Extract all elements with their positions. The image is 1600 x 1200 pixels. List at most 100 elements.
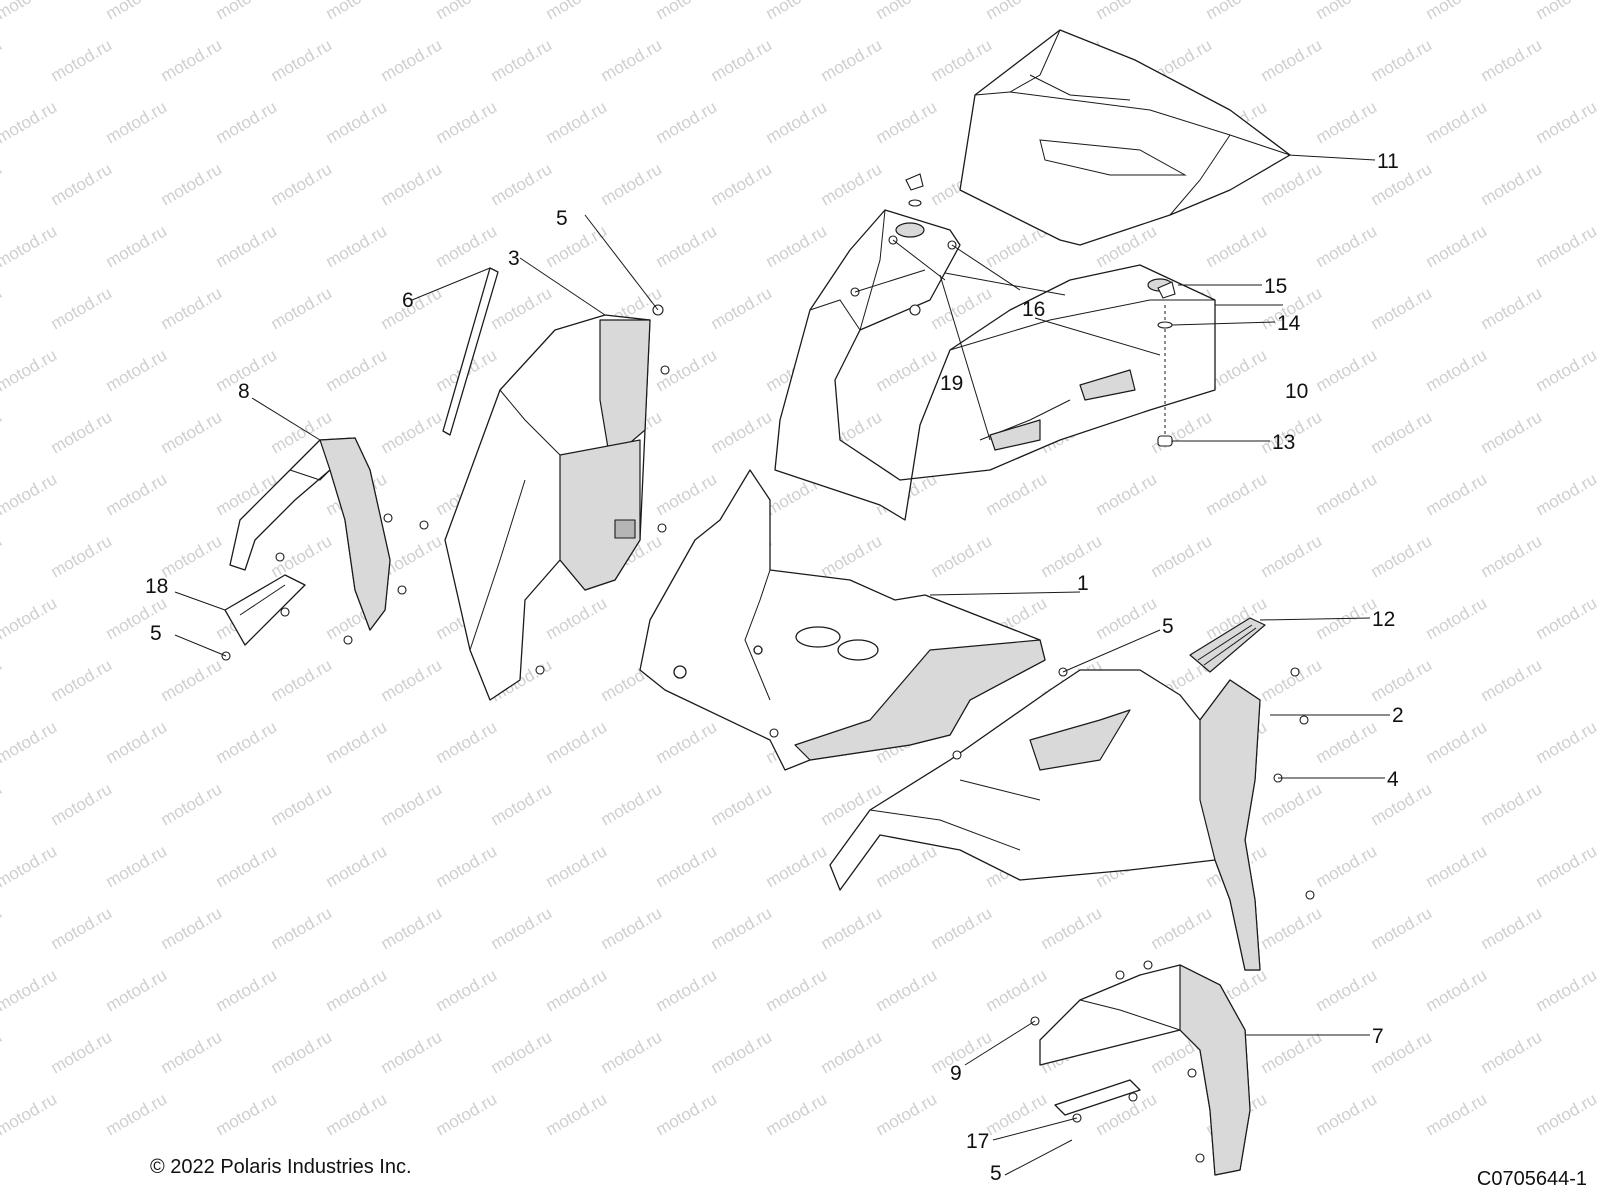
watermark-text: motod.ru (1478, 531, 1546, 581)
callout-3: 3 (508, 247, 520, 270)
watermark-text: motod.ru (488, 159, 556, 209)
watermark-text: motod.ru (873, 0, 941, 23)
watermark-text: motod.ru (213, 1089, 281, 1139)
watermark-text: motod.ru (268, 903, 336, 953)
watermark-text: motod.ru (818, 159, 886, 209)
callout-10: 10 (1285, 380, 1308, 403)
watermark-text: motod.ru (1533, 841, 1600, 891)
watermark-text: motod.ru (1368, 531, 1436, 581)
watermark-text: motod.ru (213, 97, 281, 147)
callout-6: 6 (402, 289, 414, 312)
watermark-text: motod.ru (598, 903, 666, 953)
watermark-text: motod.ru (213, 0, 281, 23)
watermark-text: motod.ru (488, 779, 556, 829)
callout-16: 16 (1022, 298, 1045, 321)
watermark-text: motod.ru (708, 1027, 776, 1077)
watermark-text: motod.ru (598, 779, 666, 829)
watermark-text: motod.ru (0, 779, 5, 829)
watermark-text: motod.ru (1258, 531, 1326, 581)
watermark-text: motod.ru (378, 407, 446, 457)
watermark-text: motod.ru (213, 717, 281, 767)
watermark-text: motod.ru (763, 221, 831, 271)
part-hood (959, 29, 1291, 246)
watermark-text: motod.ru (763, 0, 831, 23)
watermark-text: motod.ru (818, 531, 886, 581)
watermark-text: motod.ru (323, 97, 391, 147)
watermark-text: motod.ru (1368, 283, 1436, 333)
watermark-text: motod.ru (1093, 593, 1161, 643)
watermark-text: motod.ru (1478, 1027, 1546, 1077)
watermark-text: motod.ru (1258, 35, 1326, 85)
watermark-text: motod.ru (48, 1027, 116, 1077)
watermark-text: motod.ru (103, 221, 171, 271)
part-right-fender (1039, 964, 1251, 1176)
callout-14: 14 (1277, 312, 1301, 335)
watermark-text: motod.ru (48, 655, 116, 705)
watermark-text: motod.ru (158, 655, 226, 705)
watermark-text: motod.ru (378, 779, 446, 829)
watermark-text: motod.ru (653, 965, 721, 1015)
watermark-text: motod.ru (873, 97, 941, 147)
watermark-text: motod.ru (213, 841, 281, 891)
watermark-text: motod.ru (928, 531, 996, 581)
watermark-text: motod.ru (1533, 1089, 1600, 1139)
watermark-text: motod.ru (103, 1089, 171, 1139)
watermark-text: motod.ru (0, 841, 60, 891)
watermark-text: motod.ru (158, 159, 226, 209)
watermark-text: motod.ru (268, 283, 336, 333)
watermark-text: motod.ru (433, 1089, 501, 1139)
watermark-text: motod.ru (268, 655, 336, 705)
watermark-text: motod.ru (0, 221, 60, 271)
callout-8: 8 (238, 380, 250, 403)
watermark-text: motod.ru (1368, 655, 1436, 705)
watermark-text: motod.ru (0, 159, 5, 209)
watermark-text: motod.ru (1368, 779, 1436, 829)
watermark-text: motod.ru (983, 0, 1051, 23)
watermark-text: motod.ru (708, 35, 776, 85)
watermark-text: motod.ru (158, 283, 226, 333)
part-hood-front (774, 209, 1216, 521)
watermark-text: motod.ru (763, 97, 831, 147)
watermark-text: motod.ru (1423, 965, 1491, 1015)
watermark-text: motod.ru (1478, 283, 1546, 333)
watermark-text: motod.ru (323, 345, 391, 395)
watermark-text: motod.ru (103, 717, 171, 767)
watermark-text: motod.ru (763, 1089, 831, 1139)
watermark-text: motod.ru (0, 717, 60, 767)
watermark-text: motod.ru (1423, 1089, 1491, 1139)
watermark-text: motod.ru (653, 841, 721, 891)
watermark-text: motod.ru (488, 283, 556, 333)
watermark-text: motod.ru (268, 779, 336, 829)
watermark-text: motod.ru (268, 159, 336, 209)
watermark-text: motod.ru (1423, 221, 1491, 271)
watermark-text: motod.ru (1423, 717, 1491, 767)
watermark-text: motod.ru (323, 221, 391, 271)
fastener-group (221, 173, 1315, 1163)
watermark-text: motod.ru (103, 469, 171, 519)
watermark-text: motod.ru (763, 965, 831, 1015)
watermark-text: motod.ru (488, 1027, 556, 1077)
watermark-text: motod.ru (0, 97, 60, 147)
watermark-text: motod.ru (1313, 221, 1381, 271)
watermark-text: motod.ru (268, 1027, 336, 1077)
watermark-text: motod.ru (1368, 35, 1436, 85)
watermark-text: motod.ru (323, 1089, 391, 1139)
watermark-text: motod.ru (1203, 0, 1271, 23)
watermark-text: motod.ru (708, 903, 776, 953)
watermark-text: motod.ru (543, 965, 611, 1015)
callout-5-bottom: 5 (990, 1162, 1002, 1185)
watermark-text: motod.ru (158, 35, 226, 85)
watermark-text: motod.ru (0, 655, 5, 705)
watermark-text: motod.ru (378, 1027, 446, 1077)
watermark-text: motod.ru (1258, 903, 1326, 953)
watermark-text: motod.ru (0, 407, 5, 457)
watermark-text: motod.ru (1478, 159, 1546, 209)
watermark-text: motod.ru (818, 903, 886, 953)
callout-17: 17 (966, 1130, 989, 1153)
part-floor (639, 469, 1046, 771)
watermark-text: motod.ru (1148, 531, 1216, 581)
callout-5-mid: 5 (1162, 615, 1174, 638)
watermark-text: motod.ru (0, 469, 60, 519)
watermark-text: motod.ru (653, 97, 721, 147)
part-left-side-panel (444, 314, 651, 701)
